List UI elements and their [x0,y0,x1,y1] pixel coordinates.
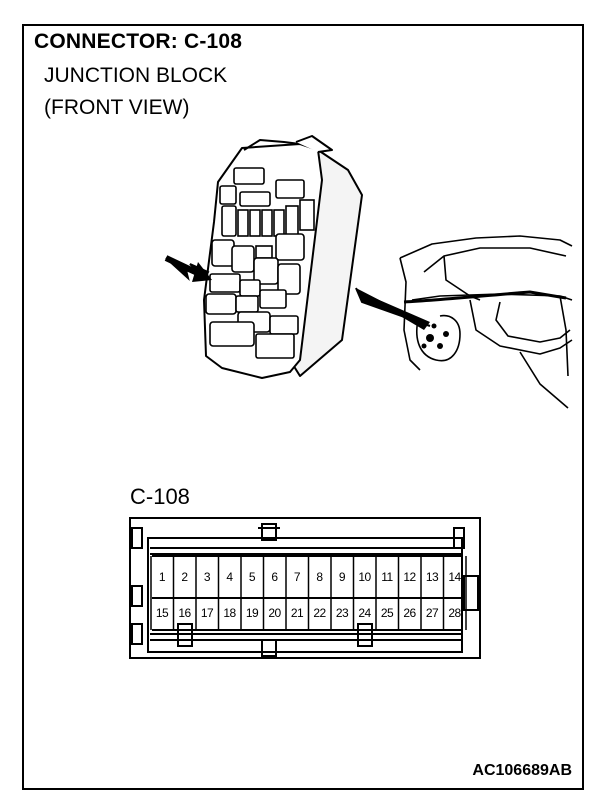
pin-26: 26 [403,606,416,620]
pin-27: 27 [425,606,439,620]
pin-1: 1 [158,570,166,584]
pin-15: 15 [155,606,169,620]
pin-24: 24 [358,606,371,620]
pin-10: 10 [358,570,371,584]
pin-18: 18 [223,606,236,620]
pin-4: 4 [226,570,233,584]
connector-title: CONNECTOR: C-108 [34,30,243,53]
pin-14: 14 [448,570,461,584]
pin-11: 11 [381,570,393,584]
junction-block-label: JUNCTION BLOCK [44,64,228,87]
figure-frame [22,24,584,790]
pin-25: 25 [380,606,394,620]
connector-label: C-108 [130,484,190,509]
pin-28: 28 [448,606,461,620]
pin-23: 23 [335,606,349,620]
pin-20: 20 [268,606,281,620]
pin-12: 12 [403,570,416,584]
pin-16: 16 [178,606,191,620]
view-label: (FRONT VIEW) [44,96,190,119]
pin-9: 9 [338,570,346,584]
pin-21: 21 [290,606,304,620]
pin-13: 13 [425,570,439,584]
pin-17: 17 [200,606,214,620]
pin-22: 22 [313,606,326,620]
pin-7: 7 [293,570,301,584]
pin-8: 8 [316,570,323,584]
pin-6: 6 [271,570,278,584]
figure-code: AC106689AB [472,762,572,779]
pin-5: 5 [248,570,256,584]
pin-3: 3 [203,570,211,584]
pin-19: 19 [245,606,259,620]
pin-2: 2 [181,570,188,584]
